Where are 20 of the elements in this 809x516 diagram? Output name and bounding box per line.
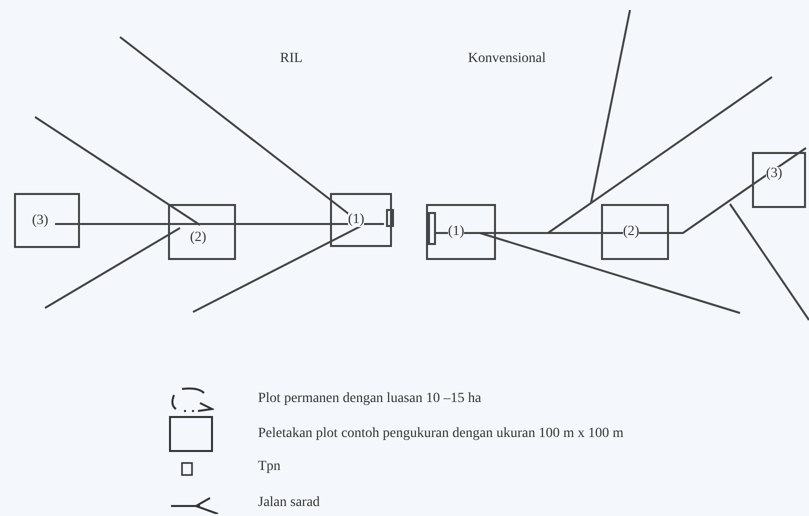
- tpn-box: [428, 212, 436, 245]
- plot-box: [168, 204, 236, 260]
- road-line: [80, 223, 168, 225]
- legend-text: Peletakan plot contoh pengukuran dengan ukuran 100 m x 100 m: [258, 425, 624, 443]
- plot-box: [601, 204, 669, 260]
- plot-number: (1): [348, 213, 364, 227]
- legend-text: Jalan sarad: [258, 494, 320, 512]
- plot-box: [330, 193, 392, 247]
- plot-number: (3): [766, 167, 782, 181]
- plot-number: (2): [623, 225, 640, 239]
- plot-number: (1): [448, 225, 464, 239]
- legend-text: Plot permanen dengan luasan 10 –15 ha: [258, 390, 482, 408]
- plot-box: [752, 152, 806, 208]
- legend-text: Tpn: [258, 458, 281, 476]
- plot-box: [426, 204, 496, 260]
- road-line: [669, 184, 753, 234]
- plot-number: (2): [190, 231, 206, 245]
- plot-box: [14, 193, 80, 248]
- plot-number: (3): [32, 214, 48, 228]
- tpn-box: [386, 209, 394, 227]
